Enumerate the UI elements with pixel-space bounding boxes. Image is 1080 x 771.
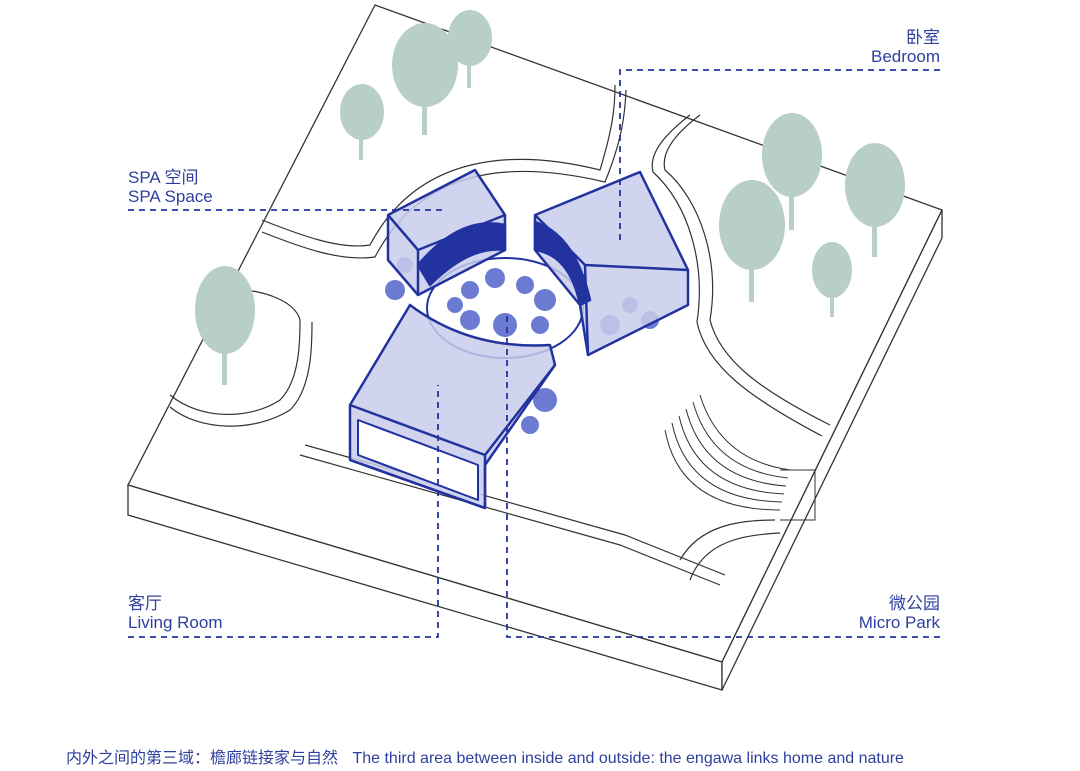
label-spa: SPA 空间 SPA Space — [128, 168, 213, 206]
park-zh: 微公园 — [889, 594, 940, 613]
spa-volume — [386, 168, 507, 297]
spa-en: SPA Space — [128, 187, 213, 206]
bedroom-volume — [533, 170, 690, 357]
bedroom-zh: 卧室 — [906, 28, 940, 47]
label-bedroom: 卧室 Bedroom — [871, 28, 940, 66]
caption-zh: 内外之间的第三域：檐廊链接家与自然 — [66, 750, 339, 767]
label-living-room: 客厅 Living Room — [128, 594, 223, 632]
spa-zh: SPA 空间 — [128, 168, 199, 187]
micro-park-steps — [664, 394, 816, 521]
leader-lines — [128, 69, 940, 638]
park-en: Micro Park — [858, 613, 940, 632]
trees — [195, 10, 905, 385]
courtyard — [385, 257, 659, 434]
living-zh: 客厅 — [128, 594, 162, 613]
label-micro-park: 微公园 Micro Park — [859, 594, 940, 632]
bedroom-en: Bedroom — [871, 47, 940, 66]
caption-en: The third area between inside and outsid… — [352, 750, 904, 767]
living-volume — [348, 303, 557, 510]
figure-caption: 内外之间的第三域：檐廊链接家与自然 The third area between… — [66, 744, 914, 768]
living-en: Living Room — [128, 613, 223, 632]
